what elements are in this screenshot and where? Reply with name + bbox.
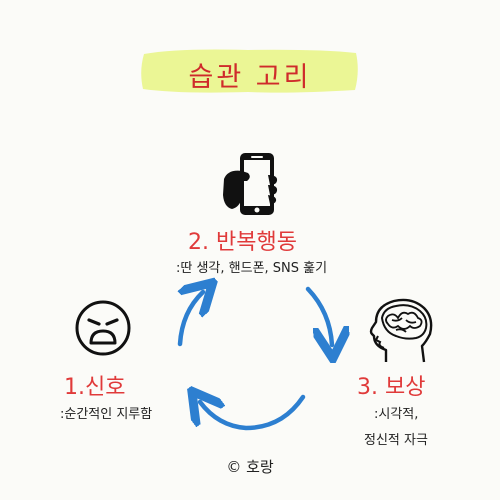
routine-description: :딴 생각, 핸드폰, SNS 훑기 — [176, 261, 328, 276]
title-highlight — [141, 49, 358, 93]
brain-head-icon — [369, 298, 433, 363]
phone-in-hand-icon — [223, 153, 278, 215]
reward-description-line2: 정신적 자극 — [364, 433, 428, 448]
reward-description-line1: :시각적, — [374, 407, 419, 422]
page-title: 습관 고리 — [188, 62, 312, 93]
arrow-cue-to-routine — [180, 292, 203, 347]
arrow-routine-to-reward — [305, 286, 332, 345]
cue-label: 1.신호 — [64, 375, 126, 400]
credit: © 호랑 — [226, 458, 274, 476]
cue-description: :순간적인 지루함 — [60, 407, 153, 422]
sad-face-icon — [75, 300, 131, 356]
routine-label: 2. 반복행동 — [188, 230, 297, 255]
reward-label: 3. 보상 — [357, 375, 426, 400]
title-block: 습관 고리 — [0, 46, 500, 96]
arrow-reward-to-cue — [200, 397, 306, 431]
